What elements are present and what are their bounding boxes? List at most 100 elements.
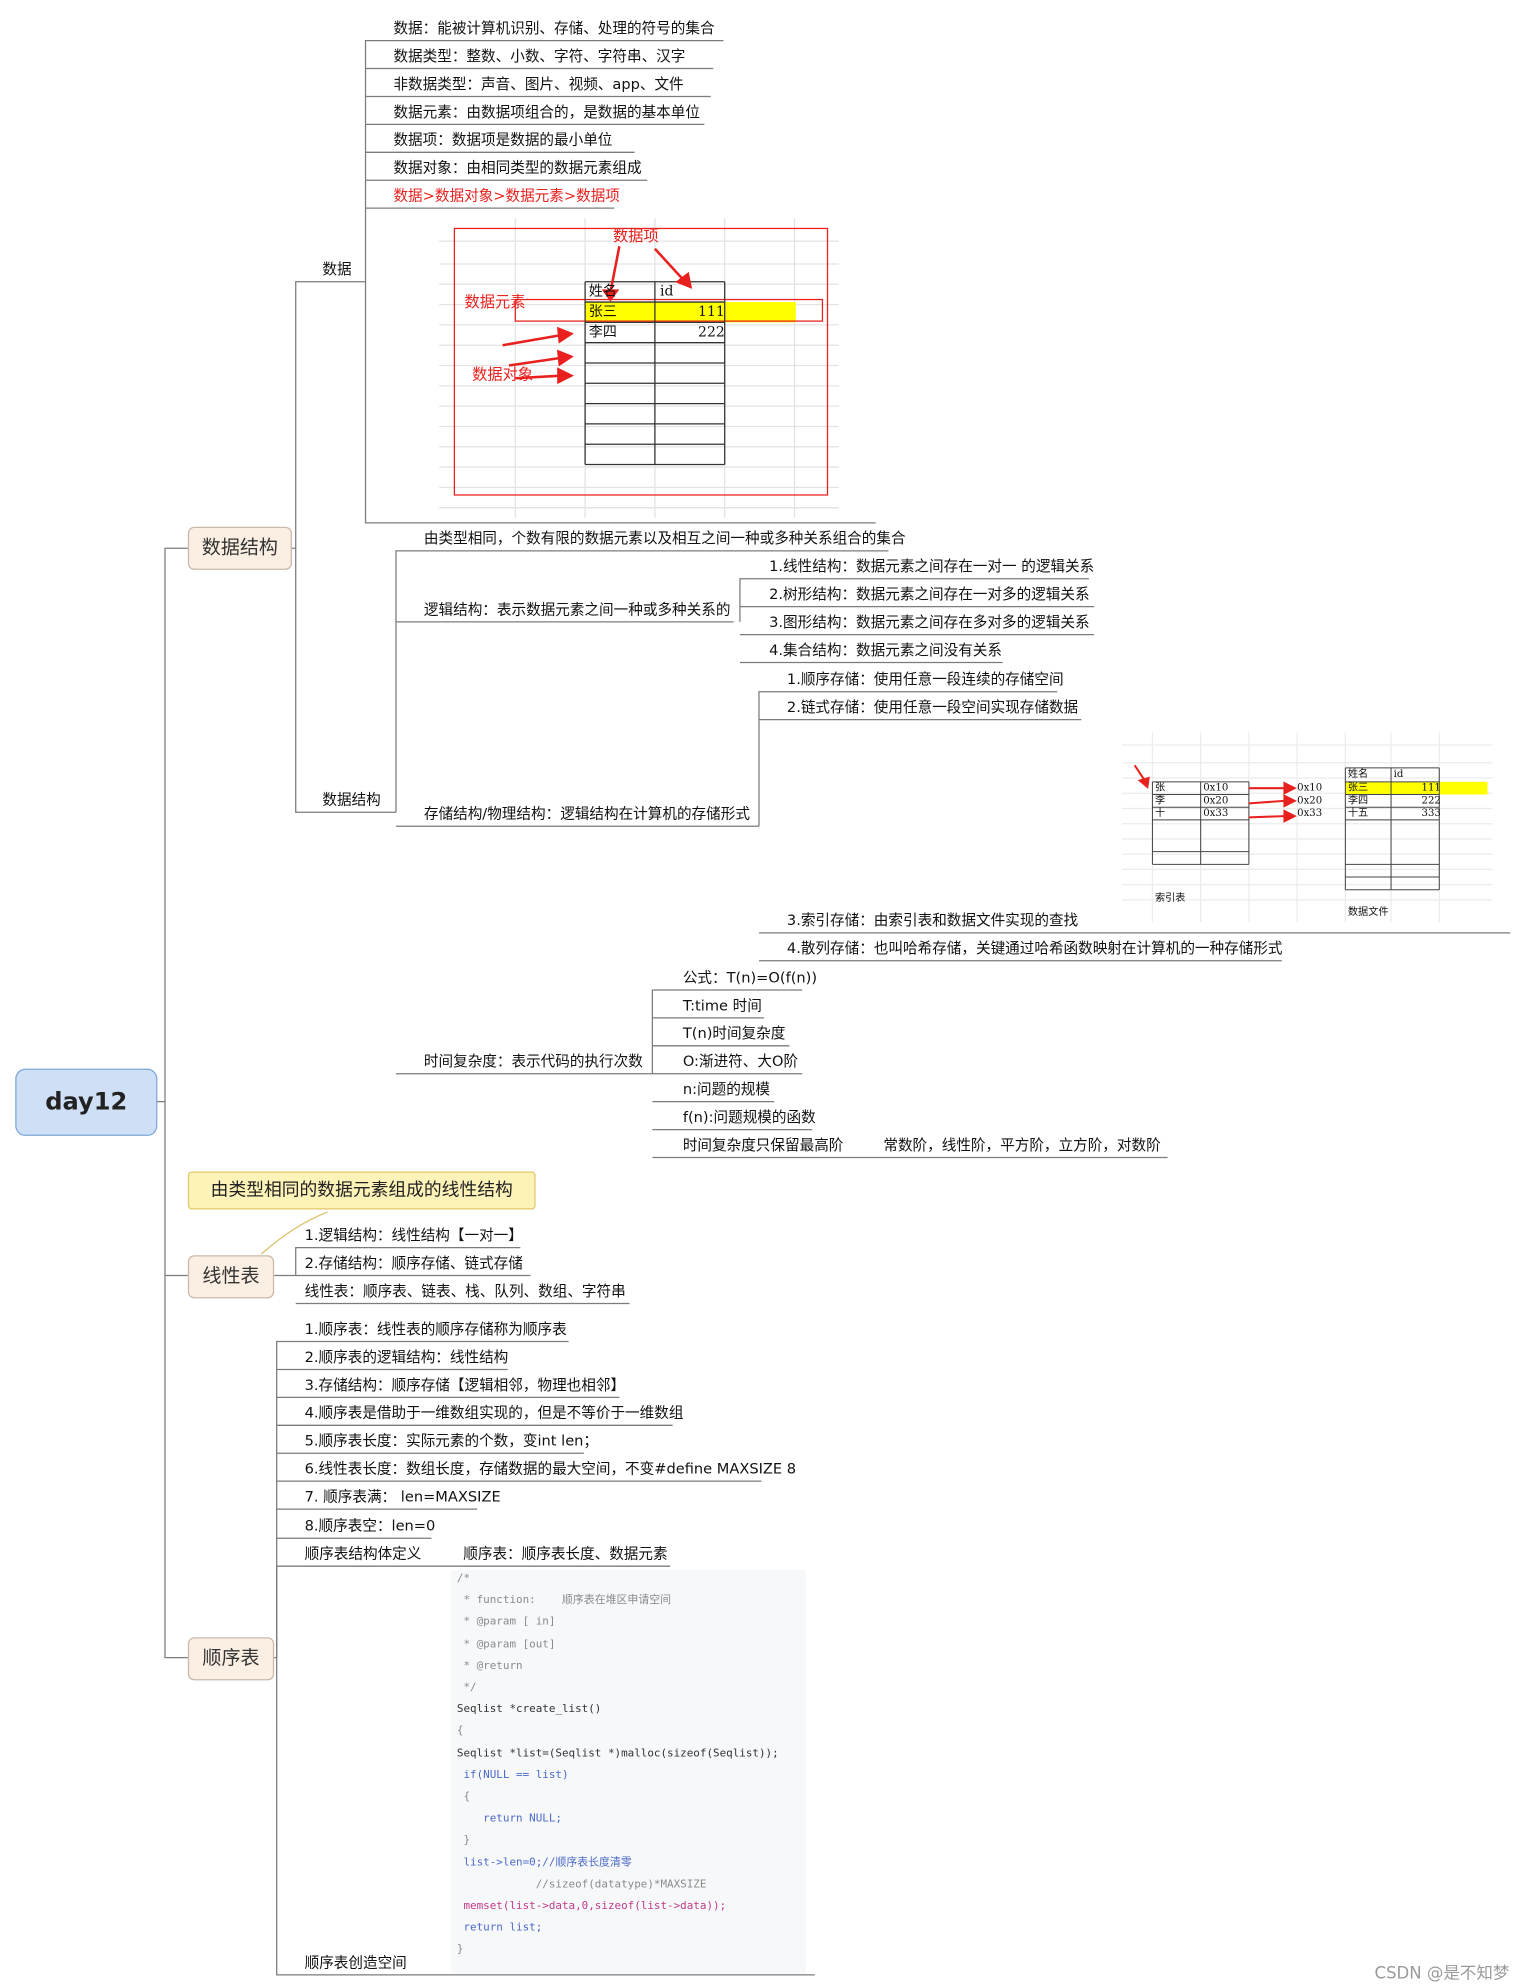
- seq-item-2[interactable]: 3.存储结构：顺序存储【逻辑相邻，物理也相邻】: [304, 1375, 626, 1394]
- data-file-row-2-name: 十五: [1347, 807, 1369, 819]
- sheet-header-name: 姓名: [588, 283, 617, 300]
- code-line-6: Seqlist *create_list(): [456, 1703, 602, 1716]
- watermark: CSDN @是不知梦: [1374, 1964, 1510, 1984]
- seq-item-6[interactable]: 7. 顺序表满： len=MAXSIZE: [304, 1487, 501, 1506]
- index-row-1-key: 李: [1154, 794, 1166, 806]
- seq-item-4[interactable]: 5.顺序表长度：实际元素的个数，变int len；: [304, 1431, 599, 1450]
- linear-callout[interactable]: 由类型相同的数据元素组成的线性结构: [187, 1171, 536, 1210]
- sheet-cell-name-1: 李四: [588, 323, 617, 341]
- label-data-element: 数据元素: [464, 293, 526, 311]
- time-orders[interactable]: 常数阶，线性阶，平方阶，立方阶，对数阶: [883, 1135, 1161, 1154]
- linear-item-0[interactable]: 1.逻辑结构：线性结构【一对一】: [304, 1226, 523, 1244]
- time-item-2[interactable]: T(n)时间复杂度: [682, 1024, 786, 1043]
- node-data-structure[interactable]: 数据结构: [322, 790, 381, 809]
- seq-struct-def[interactable]: 顺序表：顺序表长度、数据元素: [463, 1544, 668, 1563]
- index-storage-image: 张 0x10 李 0x20 十 0x33 姓名 id 0x10 张三 111 0…: [1121, 732, 1493, 923]
- struct-definition[interactable]: 由类型相同，个数有限的数据元素以及相互之间一种或多种关系组合的集合: [423, 529, 906, 548]
- data-item-0[interactable]: 数据：能被计算机识别、存储、处理的符号的集合: [393, 19, 715, 37]
- seq-item-7[interactable]: 8.顺序表空：len=0: [304, 1516, 436, 1535]
- data-file-row-1-id: 222: [1421, 794, 1441, 806]
- linear-item-2[interactable]: 线性表：顺序表、链表、栈、队列、数组、字符串: [304, 1281, 626, 1300]
- data-file-row-2-id: 333: [1421, 807, 1441, 819]
- data-file-row-0-id: 111: [1421, 781, 1441, 794]
- code-line-14: //sizeof(datatype)*MAXSIZE: [456, 1878, 707, 1892]
- logical-item-1[interactable]: 2.树形结构：数据元素之间存在一对多的逻辑关系: [769, 585, 1090, 603]
- data-item-5[interactable]: 数据对象：由相同类型的数据元素组成: [393, 158, 642, 177]
- storage-item-2[interactable]: 3.索引存储：由索引表和数据文件实现的查找: [786, 911, 1079, 930]
- logical-item-3[interactable]: 4.集合结构：数据元素之间没有关系: [769, 640, 1003, 659]
- time-item-1[interactable]: T:time 时间: [682, 996, 762, 1015]
- node-logical-structure[interactable]: 逻辑结构：表示数据元素之间一种或多种关系的: [423, 600, 731, 619]
- time-item-4[interactable]: n:问题的规模: [682, 1080, 770, 1098]
- code-line-11: return NULL;: [456, 1812, 562, 1826]
- data-file-caption: 数据文件: [1347, 906, 1389, 918]
- code-line-12: }: [456, 1833, 471, 1847]
- seq-item-0[interactable]: 1.顺序表：线性表的顺序存储称为顺序表: [304, 1319, 567, 1338]
- label-data-object: 数据对象: [472, 365, 534, 384]
- data-file-row-0-addr: 0x10: [1297, 781, 1323, 794]
- sheet-cell-id-1: 222: [698, 323, 725, 341]
- logical-item-2[interactable]: 3.图形结构：数据元素之间存在多对多的逻辑关系: [769, 613, 1090, 631]
- logical-item-0[interactable]: 1.线性结构：数据元素之间存在一对一 的逻辑关系: [769, 557, 1095, 575]
- data-sheet-grid: [439, 218, 839, 518]
- code-line-17: }: [456, 1943, 464, 1956]
- data-file-header-name: 姓名: [1347, 767, 1369, 780]
- code-line-16: return list;: [456, 1921, 543, 1935]
- data-file-row-1-addr: 0x20: [1297, 794, 1323, 806]
- storage-item-1[interactable]: 2.链式存储：使用任意一段空间实现存储数据: [786, 698, 1079, 716]
- node-data[interactable]: 数据: [322, 260, 352, 278]
- data-item-6[interactable]: 数据>数据对象>数据元素>数据项: [393, 186, 620, 205]
- seq-create-label[interactable]: 顺序表创造空间: [304, 1953, 407, 1972]
- data-item-3[interactable]: 数据元素：由数据项组合的，是数据的基本单位: [393, 102, 700, 121]
- sheet-cell-id-0: 111: [698, 303, 725, 320]
- data-item-4[interactable]: 数据项：数据项是数据的最小单位: [393, 130, 613, 149]
- time-item-3[interactable]: O:渐进符、大O阶: [682, 1052, 799, 1070]
- data-item-1[interactable]: 数据类型：整数、小数、字符、字符串、汉字: [393, 46, 686, 65]
- seq-item-3[interactable]: 4.顺序表是借助于一维数组实现的，但是不等价于一维数组: [304, 1403, 684, 1422]
- root-node[interactable]: day12: [15, 1068, 158, 1136]
- code-line-2: * @param [ in]: [456, 1615, 556, 1629]
- storage-item-0[interactable]: 1.顺序存储：使用任意一段连续的存储空间: [786, 670, 1064, 688]
- code-line-10: {: [456, 1790, 471, 1804]
- topic-sequential-list[interactable]: 顺序表: [187, 1637, 275, 1681]
- sheet-cell-name-0: 张三: [588, 303, 617, 320]
- linear-item-1[interactable]: 2.存储结构：顺序存储、链式存储: [304, 1253, 523, 1272]
- node-storage-structure[interactable]: 存储结构/物理结构：逻辑结构在计算机的存储形式: [423, 804, 750, 823]
- index-row-0-key: 张: [1154, 781, 1166, 794]
- node-time-complexity[interactable]: 时间复杂度：表示代码的执行次数: [423, 1052, 643, 1070]
- time-item-6[interactable]: 时间复杂度只保留最高阶: [682, 1135, 844, 1154]
- time-item-0[interactable]: 公式：T(n)=O(f(n)): [682, 968, 818, 987]
- code-line-0: /*: [456, 1572, 471, 1586]
- label-data-item: 数据项: [613, 227, 659, 245]
- index-row-1-addr: 0x20: [1203, 794, 1229, 806]
- seq-item-1[interactable]: 2.顺序表的逻辑结构：线性结构: [304, 1347, 509, 1366]
- seq-item-8[interactable]: 顺序表结构体定义: [304, 1544, 422, 1563]
- index-row-0-addr: 0x10: [1203, 781, 1229, 794]
- code-line-4: * @return: [456, 1660, 523, 1673]
- topic-linear-list[interactable]: 线性表: [187, 1255, 275, 1299]
- topic-data-structure[interactable]: 数据结构: [187, 526, 292, 570]
- data-example-image: 数据项 数据元素 数据对象 姓名 id 张三 111 李四 222: [439, 218, 839, 518]
- code-line-7: {: [456, 1724, 464, 1738]
- data-file-header-id: id: [1393, 767, 1404, 780]
- sheet-header-id: id: [659, 283, 674, 300]
- code-line-13: list->len=0;//顺序表长度清零: [456, 1856, 632, 1870]
- data-file-row-2-addr: 0x33: [1297, 807, 1323, 819]
- code-block: /* * function: 顺序表在堆区申请空间 * @param [ in]…: [450, 1570, 806, 1974]
- data-file-row-1-name: 李四: [1347, 794, 1369, 806]
- seq-item-5[interactable]: 6.线性表长度：数组长度，存储数据的最大空间，不变#define MAXSIZE…: [304, 1459, 797, 1478]
- code-line-9: if(NULL == list): [456, 1769, 569, 1782]
- code-line-1: * function: 顺序表在堆区申请空间: [456, 1594, 672, 1607]
- code-line-3: * @param [out]: [456, 1638, 556, 1652]
- index-table-caption: 索引表: [1154, 892, 1186, 904]
- index-row-2-key: 十: [1154, 807, 1166, 819]
- code-line-8: Seqlist *list=(Seqlist *)malloc(sizeof(S…: [456, 1747, 779, 1761]
- storage-item-3[interactable]: 4.散列存储：也叫哈希存储，关键通过哈希函数映射在计算机的一种存储形式: [786, 939, 1283, 957]
- code-line-5: */: [456, 1681, 477, 1695]
- index-sheet-grid: [1121, 732, 1493, 923]
- time-item-5[interactable]: f(n):问题规模的函数: [682, 1108, 816, 1126]
- data-item-2[interactable]: 非数据类型：声音、图片、视频、app、文件: [393, 74, 684, 93]
- index-row-2-addr: 0x33: [1203, 807, 1229, 819]
